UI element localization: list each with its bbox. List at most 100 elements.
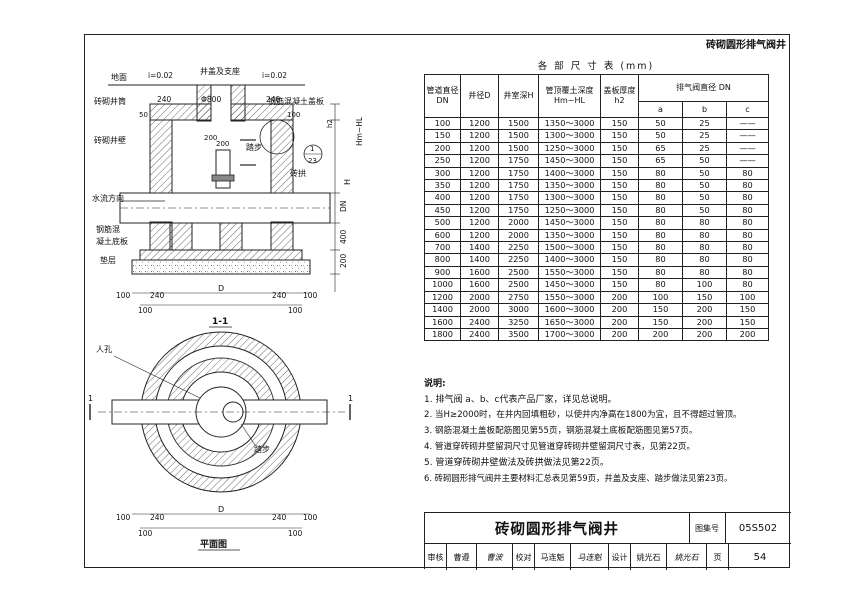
table-cell: 350 [424, 179, 461, 193]
table-cell: 1500 [498, 116, 539, 131]
table-cell: 80 [726, 241, 769, 255]
table-cell: 150 [600, 241, 639, 255]
table-cell: 80 [682, 253, 727, 267]
table-cell: 1200 [460, 129, 499, 143]
table-cell: 1750 [498, 166, 539, 181]
plan-title: 平面图 [200, 539, 227, 550]
table-cell: 150 [600, 203, 639, 218]
th-b: b [682, 101, 727, 118]
table-cell: 150 [424, 129, 461, 143]
table-cell: 50 [682, 179, 727, 193]
table-cell: 150 [600, 278, 639, 292]
table-cell: 50 [638, 116, 683, 131]
plan-dim-100c: 100 [138, 529, 153, 538]
label-step: 踏步 [246, 142, 262, 152]
table-cell: 150 [600, 265, 639, 280]
table-cell: 1350～3000 [538, 228, 601, 243]
table-cell: 300 [424, 166, 461, 181]
table-cell: 1200 [424, 290, 461, 305]
table-cell: 2000 [460, 303, 499, 317]
table-cell: 1600 [424, 315, 461, 329]
table-cell: 450 [424, 203, 461, 218]
table-cell: 1450～3000 [538, 216, 601, 230]
table-cell: 200 [638, 327, 683, 342]
table-cell: —— [726, 116, 769, 131]
label-base-2: 凝土底板 [96, 236, 128, 246]
atlas-number: 05S502 [738, 522, 778, 534]
table-cell: 200 [600, 327, 639, 342]
review-signature: 曹波 [477, 544, 513, 570]
table-cell: 400 [424, 191, 461, 205]
table-cell: 1200 [460, 116, 499, 131]
table-cell: 150 [638, 303, 683, 317]
table-cell: 1200 [460, 203, 499, 218]
table-cell: 2000 [460, 290, 499, 305]
table-cell: 150 [682, 290, 727, 305]
table-cell: 80 [726, 191, 769, 205]
table-cell: 50 [682, 154, 727, 168]
label-brick-support: 砖拱 [290, 168, 306, 178]
table-cell: 1400 [460, 253, 499, 267]
table-cell: 80 [638, 241, 683, 255]
table-cell: 1550～3000 [538, 290, 601, 305]
table-cell: —— [726, 141, 769, 156]
table-cell: 1000 [424, 278, 461, 292]
table-cell: 1250～3000 [538, 203, 601, 218]
table-cell: 80 [682, 228, 727, 243]
table-cell: 1750 [498, 191, 539, 205]
table-cell: 1200 [460, 191, 499, 205]
atlas-label: 图集号 [689, 513, 726, 543]
signature-row: 审核 曹遵 曹波 校对 马连魁 马连魁 设计 姚光石 姚光石 页 54 [425, 543, 791, 570]
label-cover: 井盖及支座 [200, 66, 240, 76]
table-cell: 1750 [498, 203, 539, 218]
table-cell: 150 [726, 303, 769, 317]
label-slope-left: i=0.02 [148, 71, 173, 80]
table-cell: 150 [600, 141, 639, 156]
note-item: 6. 砖砌圆形排气阀井主要材料汇总表见第59页，井盖及支座、踏步做法见第23页。 [424, 473, 733, 484]
design-name: 姚光石 [631, 544, 667, 570]
table-cell: 80 [726, 216, 769, 230]
table-cell: 1200 [460, 154, 499, 168]
table-cell: 200 [600, 290, 639, 305]
wall-base-right [270, 221, 294, 251]
plan-dim-D: D [218, 505, 224, 514]
table-cell: 80 [726, 203, 769, 218]
label-flow: 水流方向 [92, 193, 124, 203]
table-cell: 200 [682, 327, 727, 342]
header-title: 砖砌圆形排气阀井 [706, 40, 786, 51]
plan-dim-100a: 100 [116, 513, 131, 522]
note-item: 5. 管道穿砖砌井壁做法及砖拱做法见第22页。 [424, 457, 609, 468]
title-block: 砖砌圆形排气阀井 图集号 05S502 审核 曹遵 曹波 校对 马连魁 马连魁 … [424, 512, 791, 570]
table-cell: 80 [726, 265, 769, 280]
table-cell: 1300～3000 [538, 191, 601, 205]
table-cell: 2250 [498, 253, 539, 267]
table-cell: 1300～3000 [538, 129, 601, 143]
dim-D: D [218, 284, 224, 293]
table-caption: 各 部 尺 寸 表 (mm) [537, 61, 655, 72]
table-cell: 1450～3000 [538, 154, 601, 168]
table-cell: 1500 [498, 129, 539, 143]
dim-200b: 200 [216, 140, 229, 148]
drawing-name: 砖砌圆形排气阀井 [425, 513, 690, 543]
table-cell: 100 [424, 116, 461, 131]
table-cell: 1350～3000 [538, 179, 601, 193]
table-cell: 150 [638, 315, 683, 329]
design-signature: 姚光石 [667, 544, 707, 570]
dim-phi800: Φ800 [201, 95, 221, 104]
table-cell: 100 [682, 278, 727, 292]
detail-circle [259, 119, 295, 155]
plan-dim-240a: 240 [150, 513, 165, 522]
dim-240-left: 240 [150, 291, 165, 300]
table-cell: 25 [682, 129, 727, 143]
table-cell: 1400 [424, 303, 461, 317]
table-cell: 1650～3000 [538, 315, 601, 329]
dim-200: 200 [204, 134, 217, 142]
table-cell: 1400～3000 [538, 166, 601, 181]
label-neck: 砖砌井筒 [94, 96, 126, 106]
